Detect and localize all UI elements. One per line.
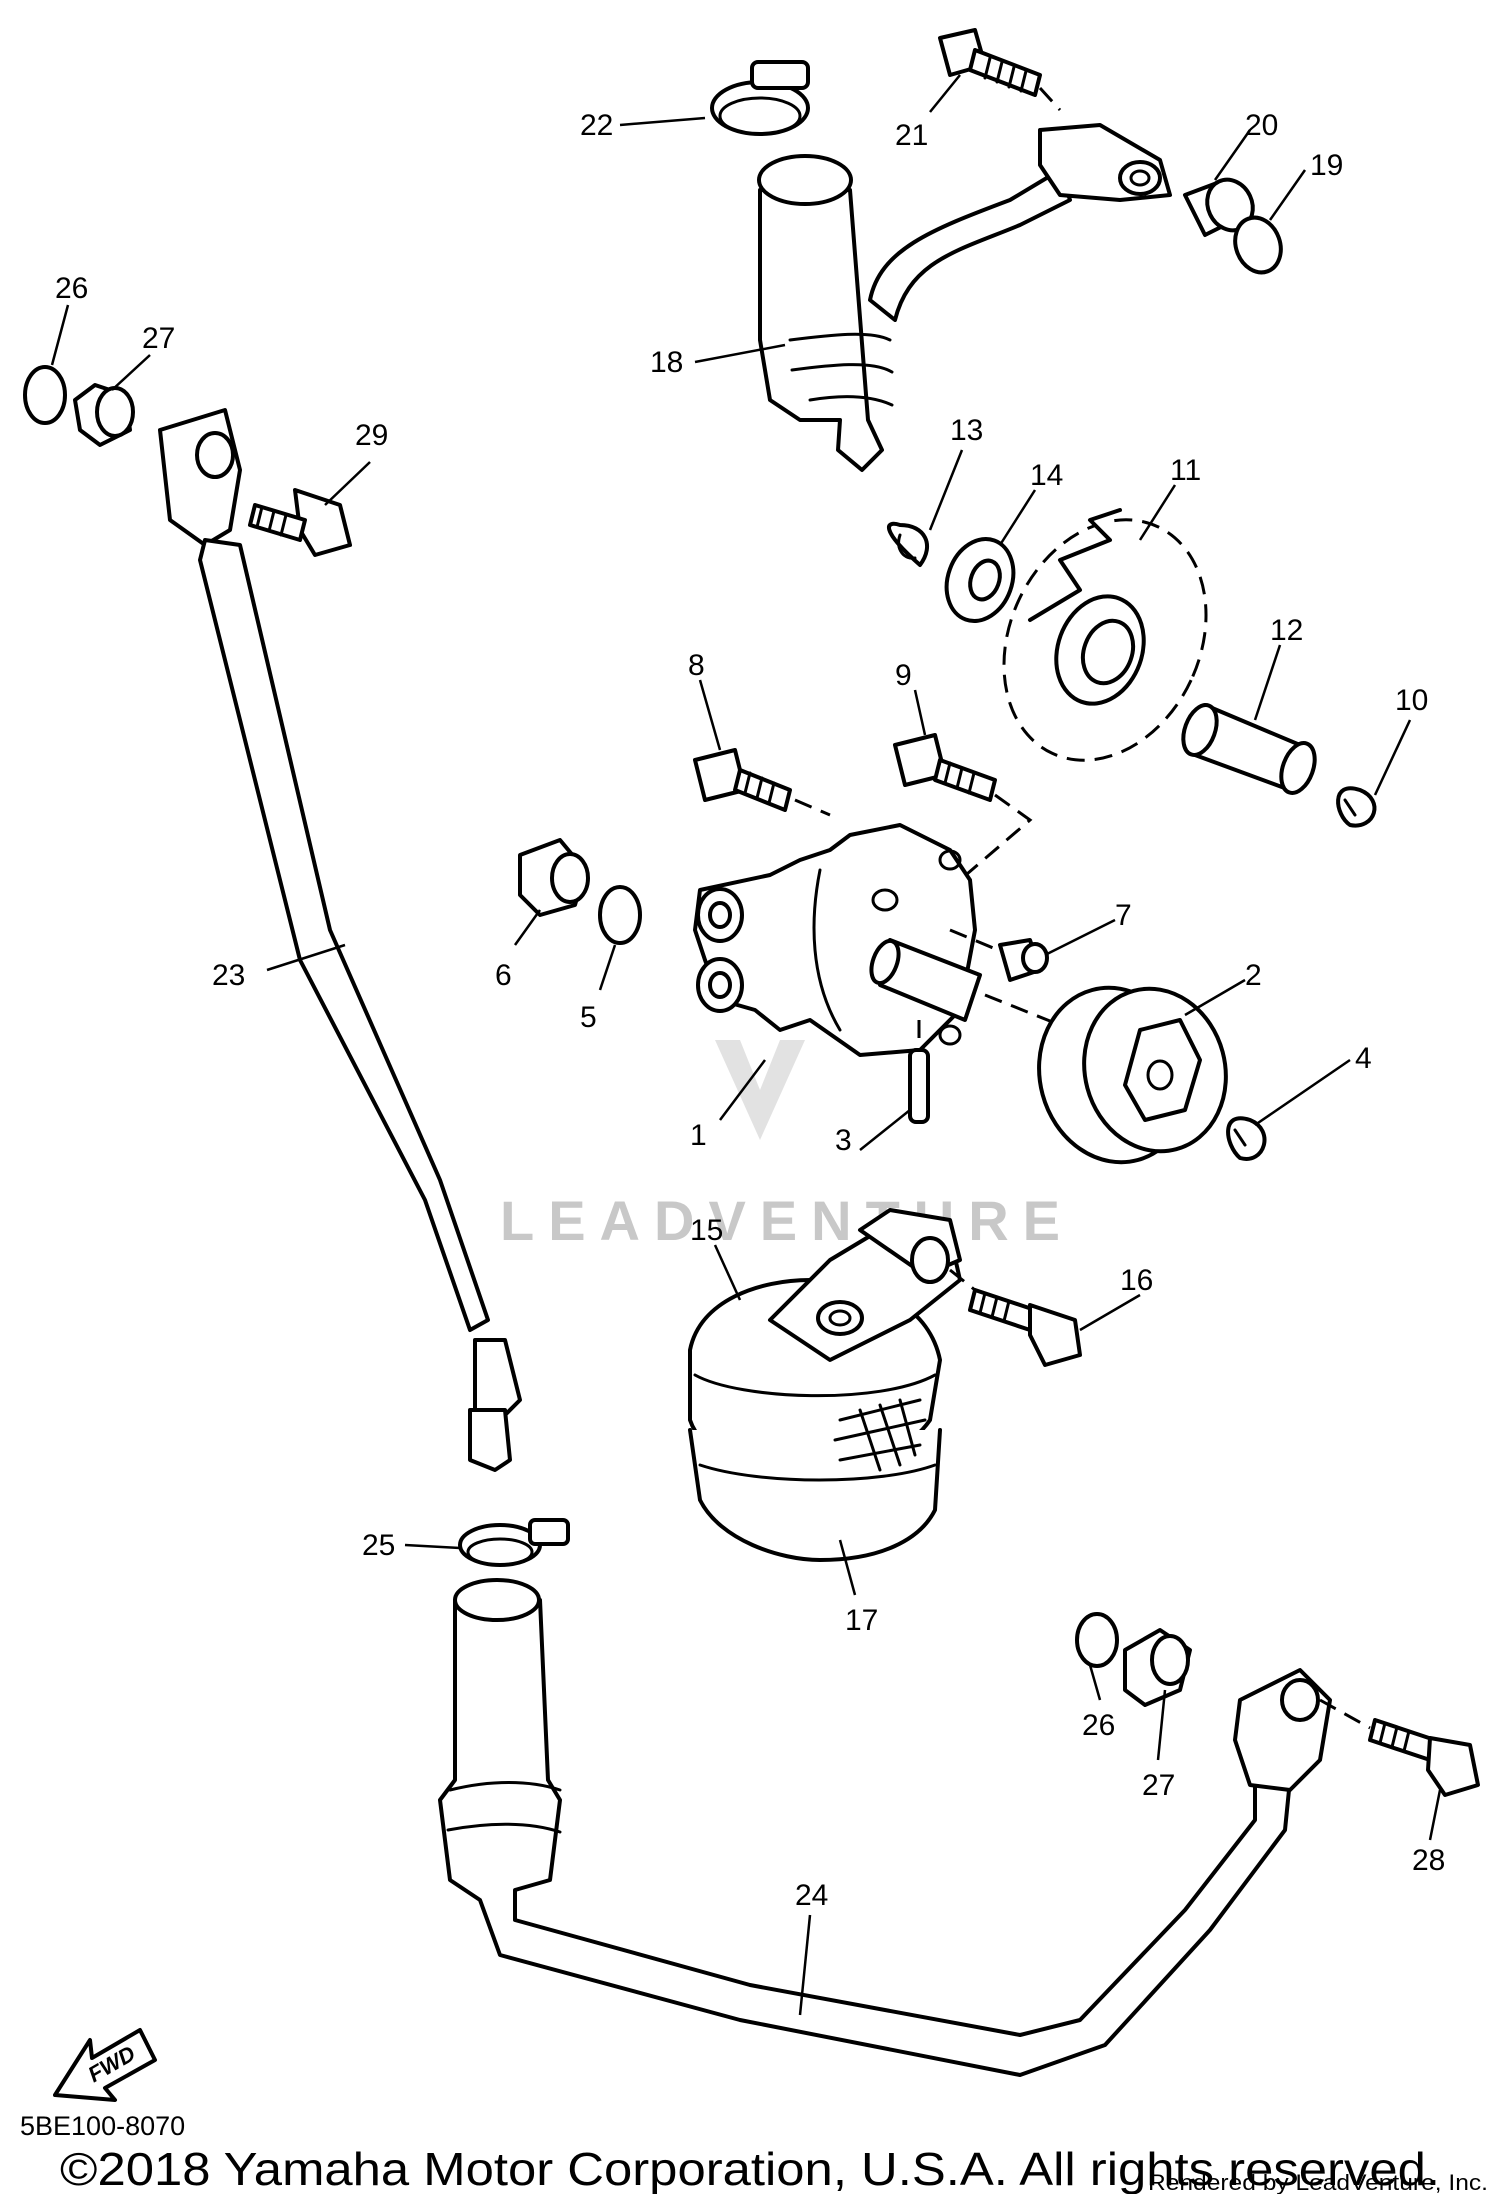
- diagram-code: 5BE100-8070: [20, 2111, 185, 2141]
- strainer-mount[interactable]: [768, 1208, 962, 1362]
- collar-27-right[interactable]: [1123, 1628, 1192, 1707]
- bolt-8[interactable]: [693, 748, 831, 817]
- label-part-26-right: 26: [1082, 1709, 1115, 1742]
- label-part-22: 22: [580, 109, 613, 142]
- label-part-26-left: 26: [55, 272, 88, 305]
- copyright-notice: ©2018 Yamaha Motor Corporation, U.S.A. A…: [60, 2143, 1440, 2194]
- hose-clamp-top[interactable]: [710, 60, 810, 136]
- bolt-29[interactable]: [248, 488, 352, 557]
- oil-hose-23[interactable]: [158, 408, 522, 1472]
- label-part-23: 23: [212, 959, 245, 992]
- rendered-by-notice: Rendered by LeadVenture, Inc.: [1148, 2170, 1488, 2194]
- o-ring-5[interactable]: [598, 885, 642, 945]
- label-part-27-left: 27: [142, 322, 175, 355]
- collar-27-left[interactable]: [73, 383, 135, 447]
- label-part-19: 19: [1310, 149, 1343, 182]
- label-part-6: 6: [495, 959, 512, 992]
- label-part-8: 8: [688, 649, 705, 682]
- label-part-18: 18: [650, 346, 683, 379]
- label-part-16: 16: [1120, 1264, 1153, 1297]
- circlip-10[interactable]: [1336, 786, 1377, 828]
- label-part-27-right: 27: [1142, 1769, 1175, 1802]
- part-labels: 1 2 3 4 5 6 7 8 9 10 11 12 13 14 15 16 1…: [55, 109, 1445, 1912]
- pin-3[interactable]: [908, 1020, 930, 1124]
- bolt-28[interactable]: [1319, 1698, 1480, 1797]
- label-part-28: 28: [1412, 1844, 1445, 1877]
- fwd-arrow-icon: FWD: [53, 2028, 157, 2102]
- label-part-9: 9: [895, 659, 912, 692]
- shaft-12[interactable]: [1177, 700, 1321, 797]
- circlip-13[interactable]: [887, 521, 930, 567]
- label-part-14: 14: [1030, 459, 1063, 492]
- o-ring-19[interactable]: [1228, 211, 1288, 279]
- washer-14[interactable]: [936, 530, 1025, 631]
- label-part-29: 29: [355, 419, 388, 452]
- label-part-21: 21: [895, 119, 928, 152]
- label-part-12: 12: [1270, 614, 1303, 647]
- circlip-4[interactable]: [1226, 1116, 1267, 1161]
- collar-20[interactable]: [1183, 172, 1261, 238]
- label-part-15: 15: [690, 1214, 723, 1247]
- label-part-17: 17: [845, 1604, 878, 1637]
- oil-pump-body-1[interactable]: [693, 823, 977, 1057]
- label-part-4: 4: [1355, 1042, 1372, 1075]
- hose-clamp-lower[interactable]: [458, 1518, 570, 1567]
- label-part-1: 1: [690, 1119, 707, 1152]
- gear-11[interactable]: [966, 487, 1244, 794]
- pump-shaft[interactable]: [866, 937, 1061, 1027]
- bolt-16[interactable]: [949, 1268, 1082, 1367]
- label-part-2: 2: [1245, 959, 1262, 992]
- bolt-21[interactable]: [938, 28, 1062, 112]
- label-part-3: 3: [835, 1124, 852, 1157]
- bolt-9[interactable]: [893, 733, 1033, 882]
- leader-lines: [50, 74, 1442, 2016]
- label-part-24: 24: [795, 1879, 828, 1912]
- rotor-2[interactable]: [1020, 971, 1244, 1180]
- label-part-13: 13: [950, 414, 983, 447]
- collar-6[interactable]: [518, 838, 590, 917]
- oil-hose-24[interactable]: [438, 1578, 1332, 2077]
- label-part-11: 11: [1170, 454, 1201, 487]
- label-part-20: 20: [1245, 109, 1278, 142]
- watermark-text: LEADVENTURE: [500, 1189, 1074, 1252]
- watermark: LEADVENTURE: [500, 1040, 1074, 1252]
- label-part-10: 10: [1395, 684, 1428, 717]
- dowel-7[interactable]: [949, 928, 1049, 982]
- label-part-7: 7: [1115, 899, 1132, 932]
- label-part-25: 25: [362, 1529, 395, 1562]
- oil-hose-upper[interactable]: [757, 123, 1172, 472]
- o-ring-26-right[interactable]: [1075, 1612, 1119, 1668]
- o-ring-26-left[interactable]: [23, 365, 67, 425]
- label-part-5: 5: [580, 1001, 597, 1034]
